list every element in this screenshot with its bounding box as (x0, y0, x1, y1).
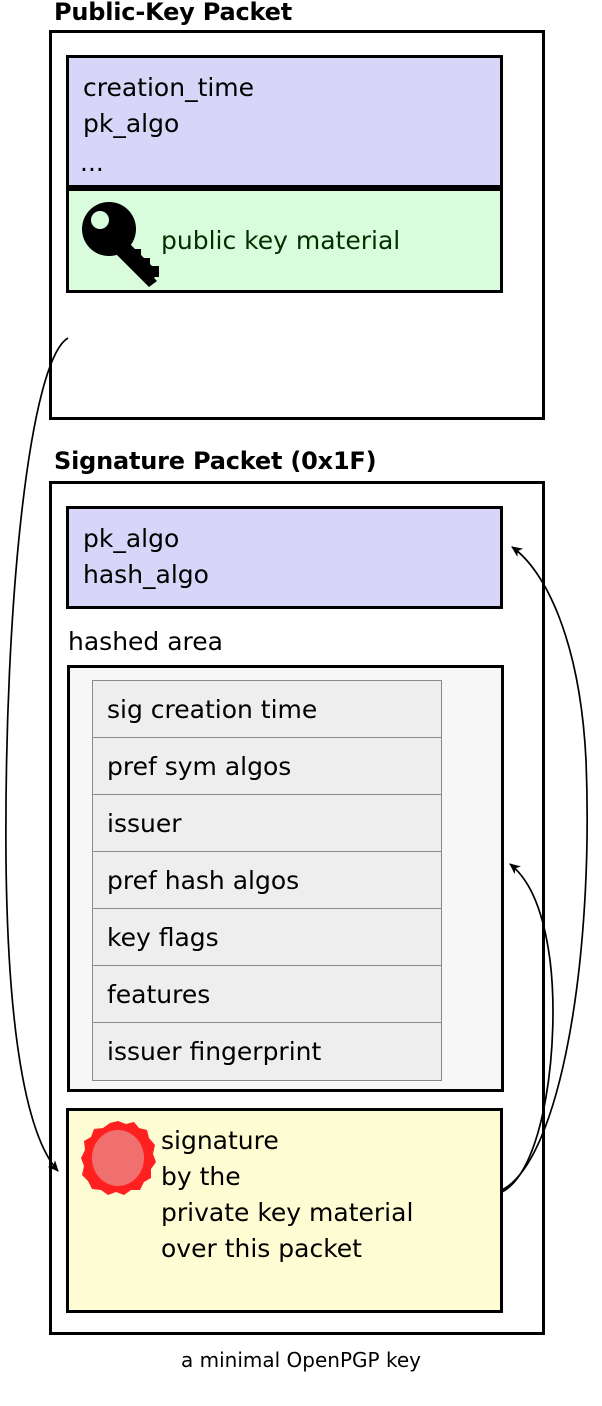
public-key-header-ellipsis: ... (80, 148, 104, 177)
hashed-area-label: hashed area (68, 627, 223, 656)
subpacket-row: sig creation time (93, 681, 441, 738)
public-key-material-box: public key material (66, 188, 503, 293)
subpacket-row: issuer (93, 795, 441, 852)
public-key-material-label: public key material (161, 226, 401, 255)
signature-header-fields: pk_algo hash_algo (66, 506, 503, 609)
signature-block: signature by the private key material ov… (66, 1108, 503, 1313)
public-key-header-fields: creation_time pk_algo (66, 55, 503, 188)
signature-packet-title: Signature Packet (0x1F) (54, 447, 377, 475)
public-key-header-fields-text: creation_time pk_algo (83, 73, 255, 138)
subpacket-row: features (93, 966, 441, 1023)
subpacket-row: pref hash algos (93, 852, 441, 909)
wax-seal-icon (81, 1121, 156, 1195)
subpacket-row: issuer fingerprint (93, 1023, 441, 1080)
subpacket-row: key flags (93, 909, 441, 966)
signature-header-fields-text: pk_algo hash_algo (83, 524, 209, 589)
figure-caption: a minimal OpenPGP key (181, 1348, 421, 1372)
subpacket-row: pref sym algos (93, 738, 441, 795)
public-key-packet-title: Public-Key Packet (54, 0, 292, 26)
key-icon (82, 202, 159, 287)
signature-block-text: signature by the private key material ov… (161, 1126, 414, 1263)
